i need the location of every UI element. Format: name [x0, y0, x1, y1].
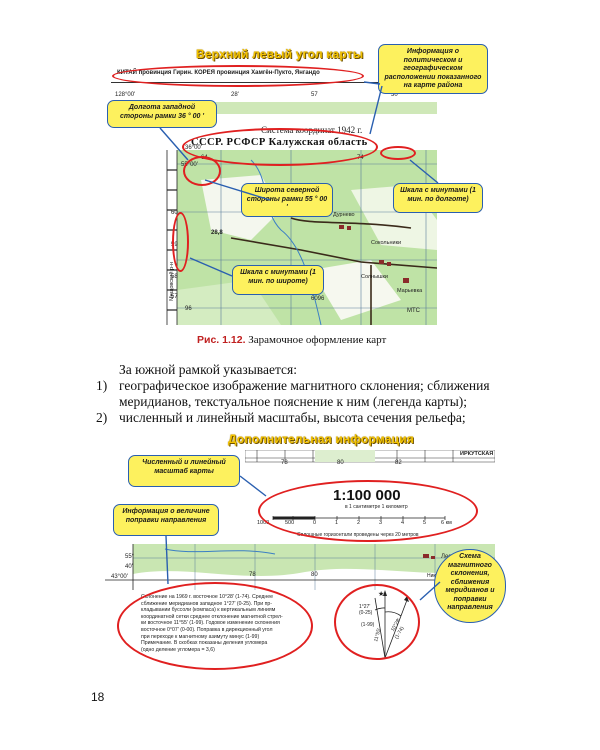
body-intro: За южной рамкой указывается: — [119, 362, 297, 377]
side-num-3: 57 — [171, 294, 178, 300]
elev-label-0: 28,8 — [211, 230, 223, 236]
callout-west-longitude: Долгота западной стороны рамки 36 ° 00 ' — [107, 100, 217, 128]
coord-label-2: 57 — [311, 92, 318, 98]
place-solnyshki: Солнышки — [361, 274, 389, 280]
place-durnevo: Дурнево — [333, 212, 355, 218]
body-item1-line1: географическое изображение магнитного ск… — [119, 378, 490, 393]
coord-side-1: 40' — [125, 564, 133, 570]
callout-correction: Информация о величине поправки направлен… — [113, 504, 219, 536]
callout-minute-lon-scale: Шкала с минутами (1 мин. по долготе) — [393, 183, 483, 213]
ellipse-declination-diagram — [334, 584, 420, 660]
side-num-0: 60 — [171, 210, 178, 216]
ellipse-region — [182, 128, 378, 166]
page-number: 18 — [91, 690, 105, 704]
callout-political-info: Информация о политическом и географическ… — [378, 44, 488, 94]
ellipse-corner — [183, 156, 221, 186]
coord-label-0: 128°00' — [115, 92, 136, 98]
bot-grid-mid-0: 78 — [249, 572, 256, 578]
bot-grid-top-0: 78 — [281, 460, 288, 466]
figure-number: Рис. 1.12. — [197, 334, 246, 346]
top-figure-arrows — [159, 81, 439, 277]
coord-side-2: 43°00' — [111, 574, 128, 580]
grid-top-1: 74 — [357, 155, 364, 161]
ellipse-scale — [258, 480, 478, 542]
bot-grid-mid-1: 80 — [311, 572, 318, 578]
callout-scales: Численный и линейный масштаб карты — [128, 455, 240, 487]
top-map-terrain — [111, 150, 437, 325]
bot-grid-top-1: 80 — [337, 460, 344, 466]
elev-label-2: МТС — [407, 308, 420, 314]
ellipse-minute-lon — [380, 146, 416, 160]
place-sokolniki: Сокольники — [371, 240, 402, 246]
coord-label-1: 28' — [231, 92, 239, 98]
body-item2-num: 2) — [96, 410, 108, 425]
figure-caption-text: Зарамочное оформление карт — [245, 334, 387, 346]
bottom-figure-arrows — [165, 475, 441, 601]
ellipse-minute-lat — [172, 212, 189, 272]
ellipse-header-strip — [112, 65, 364, 87]
coord-label-3: 30' — [391, 92, 399, 98]
side-num-4: 96 — [185, 306, 192, 312]
bottom-figure-heading: Дополнительная информация — [228, 432, 414, 446]
top-figure-heading: Верхний левый угол карты — [196, 47, 364, 61]
body-item1-line2: меридианов, текстуальное пояснение к ним… — [119, 394, 468, 409]
bot-grid-top-2: 82 — [395, 460, 402, 466]
elev-label-1: 6096 — [311, 296, 325, 302]
body-item1-num: 1) — [96, 378, 108, 393]
coord-side-0: 55° — [125, 554, 135, 560]
scale-tick-0: 1000 — [257, 520, 270, 526]
figure-caption: Рис. 1.12. Зарамочное оформление карт — [197, 334, 386, 346]
region-label-irkutsk: ИРКУТСКАЯ — [460, 451, 494, 457]
place-maryevka: Марьевка — [397, 288, 423, 294]
callout-minute-lat-scale: Шкала с минутами (1 мин. по широте) — [232, 265, 324, 295]
body-item2-line1: численный и линейный масштабы, высота се… — [119, 410, 466, 425]
callout-north-latitude: Широта северной стороны рамки 55 ° 00 ' — [241, 183, 333, 217]
side-num-2: 58 — [171, 274, 178, 280]
callout-scheme: Схема магнитного склонения, сближения ме… — [434, 549, 506, 623]
ellipse-declination-text — [117, 582, 313, 670]
